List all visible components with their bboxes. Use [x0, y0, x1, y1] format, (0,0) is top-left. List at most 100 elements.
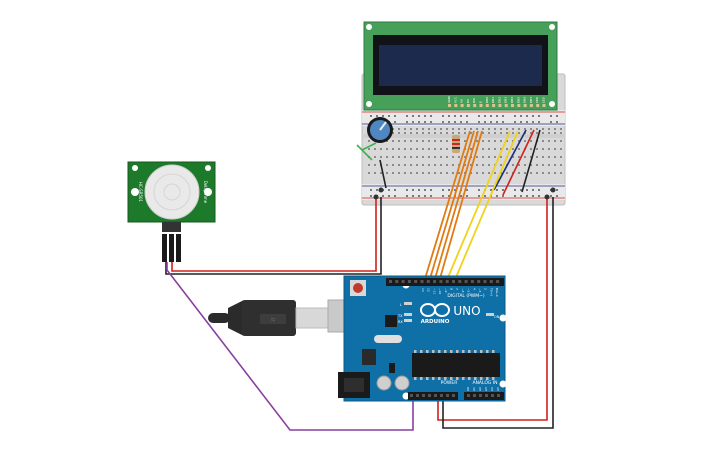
tx-label: TX — [397, 314, 403, 318]
lcd-pin[interactable] — [523, 104, 527, 107]
rx-label: RX — [398, 320, 403, 324]
lcd-pin[interactable] — [454, 104, 458, 107]
lcd-pin[interactable] — [448, 104, 451, 107]
lcd-pin[interactable] — [504, 104, 508, 107]
lcd-pin-label: DB3 — [504, 97, 508, 103]
lcd-pin-label: DB0 — [485, 97, 489, 103]
lcd-pin-label: V0 — [460, 99, 464, 103]
pir-pin[interactable] — [162, 234, 167, 262]
usb-icon: ⇆ — [271, 317, 275, 323]
lcd-pin[interactable] — [479, 104, 483, 107]
lcd-pin-label: DB4 — [510, 97, 514, 103]
wire-yellow[interactable] — [445, 130, 511, 283]
digital-header[interactable] — [386, 278, 504, 286]
wire-orange[interactable] — [433, 130, 479, 283]
pir-sensor[interactable]: HC-SR501 Delay Time — [127, 161, 216, 262]
digital-pin-label: RX←0 — [495, 288, 499, 297]
wire-orange[interactable] — [423, 130, 471, 283]
small-component — [389, 363, 395, 373]
lcd-mount-hole — [366, 101, 372, 107]
potentiometer[interactable] — [367, 117, 393, 143]
digital-pin-label: 2 — [484, 288, 488, 290]
wire-black-arduino-gnd[interactable] — [442, 197, 554, 429]
led-on — [486, 313, 494, 316]
digital-pin-label: ~11 — [432, 288, 436, 294]
regulator — [362, 349, 376, 365]
analog-pin-label: A0 — [466, 387, 470, 391]
lcd-pin-label: DB6 — [523, 97, 527, 103]
analog-header[interactable] — [464, 392, 504, 400]
led-rx — [404, 319, 412, 322]
digital-pin-label: ~10 — [438, 288, 442, 294]
lcd-pin[interactable] — [460, 104, 464, 107]
lcd-pin-label: LED — [535, 96, 539, 103]
on-label: ON — [494, 315, 500, 319]
pir-pin-header — [162, 222, 181, 232]
atmega-chip — [412, 353, 500, 377]
lcd-pin-label: VCC — [453, 97, 457, 103]
led-l — [404, 302, 412, 305]
wire-black[interactable] — [521, 129, 541, 193]
wire-red-vcc[interactable] — [171, 197, 377, 272]
uno-text: UNO — [453, 304, 480, 318]
digital-label: DIGITAL (PWM~) — [447, 293, 485, 299]
resistor[interactable] — [452, 135, 460, 153]
analog-pin-label: A1 — [472, 387, 476, 391]
lcd-pin-label: LED — [542, 96, 546, 103]
lcd-pin[interactable] — [498, 104, 502, 107]
pir-label-right: Delay Time — [203, 181, 208, 204]
digital-pin-label: ~9 — [444, 288, 448, 293]
lcd-pin[interactable] — [466, 104, 470, 107]
wire-red[interactable] — [502, 129, 535, 196]
wire-orange[interactable] — [428, 130, 475, 283]
lcd-mount-hole — [366, 24, 372, 30]
lcd-pin-label: DB7 — [529, 97, 533, 103]
lcd-pin[interactable] — [542, 104, 546, 107]
lcd-pin-label: E — [479, 101, 483, 103]
pir-pin[interactable] — [169, 234, 174, 262]
lcd-pin[interactable] — [492, 104, 496, 107]
lcd-pin-label: RW — [472, 98, 476, 103]
analog-pin-label: A2 — [478, 387, 482, 391]
capacitor — [376, 375, 392, 391]
arduino-logo — [420, 303, 450, 317]
crystal — [374, 335, 402, 343]
pir-pin[interactable] — [176, 234, 181, 262]
wire-yellow[interactable] — [453, 130, 519, 283]
analog-pin-label: A3 — [484, 387, 488, 391]
digital-pin-label: 13 — [421, 288, 425, 292]
lcd-pin-label: DB5 — [516, 97, 520, 103]
wires — [165, 129, 556, 431]
wire-navy[interactable] — [493, 129, 527, 191]
digital-pin-label: TX→1 — [489, 287, 493, 296]
digital-pin-label: 12 — [427, 288, 431, 292]
pir-label-left: HC-SR501 — [138, 182, 143, 203]
wire-green[interactable] — [356, 142, 377, 161]
l-label: L — [400, 303, 402, 307]
digital-pin-label: ~3 — [478, 288, 482, 293]
lcd-pin[interactable] — [511, 104, 514, 107]
digital-pin-label: 4 — [472, 288, 476, 290]
wire-black[interactable] — [379, 159, 387, 189]
lcd-pin-label: DB1 — [491, 97, 495, 103]
lcd-pin[interactable] — [485, 104, 489, 107]
wire-orange[interactable] — [438, 130, 483, 283]
lcd-pin[interactable] — [529, 104, 533, 107]
wire-red-5v[interactable] — [437, 197, 548, 421]
pir-fresnel-lens — [144, 164, 200, 220]
analog-pin-label: A5 — [496, 387, 500, 391]
lcd-pin[interactable] — [473, 104, 477, 107]
lcd-pin-label: DB2 — [497, 97, 501, 103]
analog-label: ANALOG IN — [472, 380, 497, 386]
lcd-pin[interactable] — [517, 104, 521, 107]
power-header[interactable] — [408, 392, 458, 400]
led-tx — [404, 313, 412, 316]
wire-black-gnd[interactable] — [165, 197, 382, 275]
digital-pin-label: ~5 — [467, 288, 471, 293]
digital-pin-label: ~6 — [461, 288, 465, 293]
lcd-pin[interactable] — [536, 104, 540, 107]
